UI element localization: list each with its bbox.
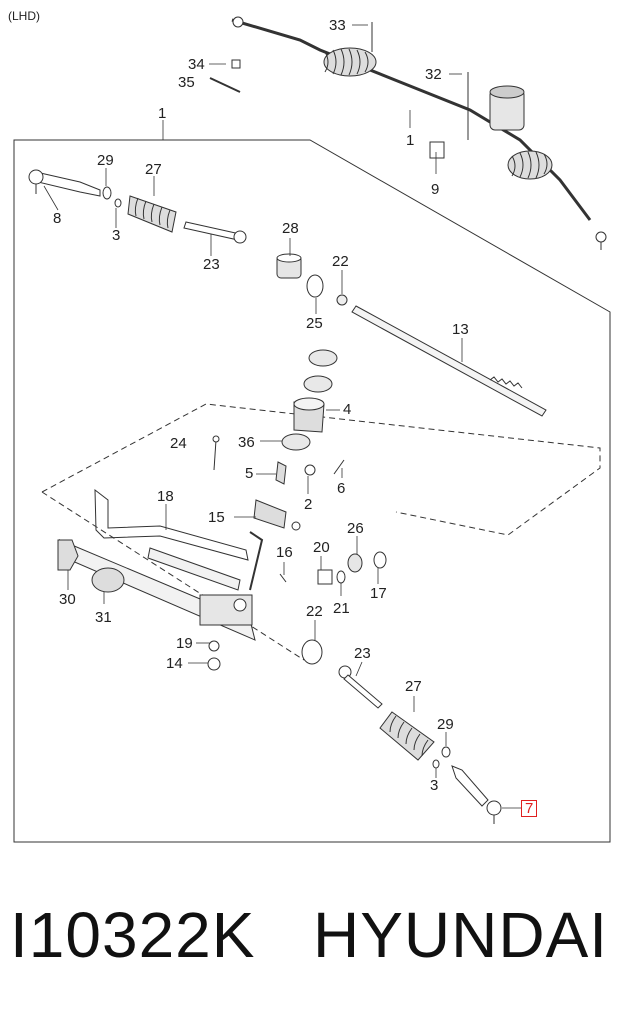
callout-24: 24 <box>170 435 187 452</box>
callout-13: 13 <box>452 321 469 338</box>
part-number: I10322K <box>10 899 256 971</box>
callout-23-lower: 23 <box>354 645 371 662</box>
bellows-boot-upper <box>127 195 177 233</box>
callout-3-upper: 3 <box>112 227 121 244</box>
assembly-frame <box>13 139 611 843</box>
callout-14: 14 <box>166 655 183 672</box>
ring-22-upper <box>336 294 348 306</box>
callout-28: 28 <box>282 220 299 237</box>
callout-26: 26 <box>347 520 364 537</box>
callout-3-lower: 3 <box>430 777 439 794</box>
callout-19: 19 <box>176 635 193 652</box>
bellows-boot-lower <box>379 711 435 761</box>
callout-20: 20 <box>313 539 330 556</box>
inner-tie-rod-lower <box>338 665 383 709</box>
rack-bar <box>351 305 547 417</box>
callout-31: 31 <box>95 609 112 626</box>
callout-1-rack: 1 <box>406 132 415 149</box>
callout-2: 2 <box>304 496 313 513</box>
callout-17: 17 <box>370 585 387 602</box>
callout-33: 33 <box>329 17 346 34</box>
callout-6: 6 <box>337 480 346 497</box>
callout-34: 34 <box>188 56 205 73</box>
callout-4: 4 <box>343 401 352 418</box>
tie-rod-end-right <box>432 746 502 824</box>
brand-name: HYUNDAI <box>313 899 609 971</box>
callout-22-upper: 22 <box>332 253 349 270</box>
callout-30: 30 <box>59 591 76 608</box>
callout-25: 25 <box>306 315 323 332</box>
lhd-note: (LHD) <box>8 9 40 23</box>
callout-36: 36 <box>238 434 255 451</box>
callout-29-lower: 29 <box>437 716 454 733</box>
callout-22-lower: 22 <box>306 603 323 620</box>
callout-16: 16 <box>276 544 293 561</box>
subassembly-dashed-box <box>41 403 601 661</box>
callout-27-lower: 27 <box>405 678 422 695</box>
inner-tie-rod-upper <box>183 221 247 244</box>
bushing-28 <box>276 253 302 279</box>
callout-23-upper: 23 <box>203 256 220 273</box>
gear-housing <box>57 461 287 641</box>
callout-7-highlighted: 7 <box>521 800 538 817</box>
callout-27-upper: 27 <box>145 161 162 178</box>
callout-1-frame: 1 <box>158 105 167 122</box>
callout-21: 21 <box>333 600 350 617</box>
callout-15: 15 <box>208 509 225 526</box>
pinion-stack <box>281 349 338 451</box>
assembled-rack-top <box>209 16 607 250</box>
tie-rod-end-left <box>28 169 122 208</box>
callout-18: 18 <box>157 488 174 505</box>
callout-29-upper: 29 <box>97 152 114 169</box>
callout-9: 9 <box>431 181 440 198</box>
steering-gear-exploded-diagram <box>13 16 611 843</box>
callout-32: 32 <box>425 66 442 83</box>
callout-35: 35 <box>178 74 195 91</box>
small-fasteners <box>207 435 387 671</box>
callout-8: 8 <box>53 210 62 227</box>
ring-25 <box>306 274 324 298</box>
callout-5: 5 <box>245 465 254 482</box>
leader-lines <box>43 24 521 809</box>
